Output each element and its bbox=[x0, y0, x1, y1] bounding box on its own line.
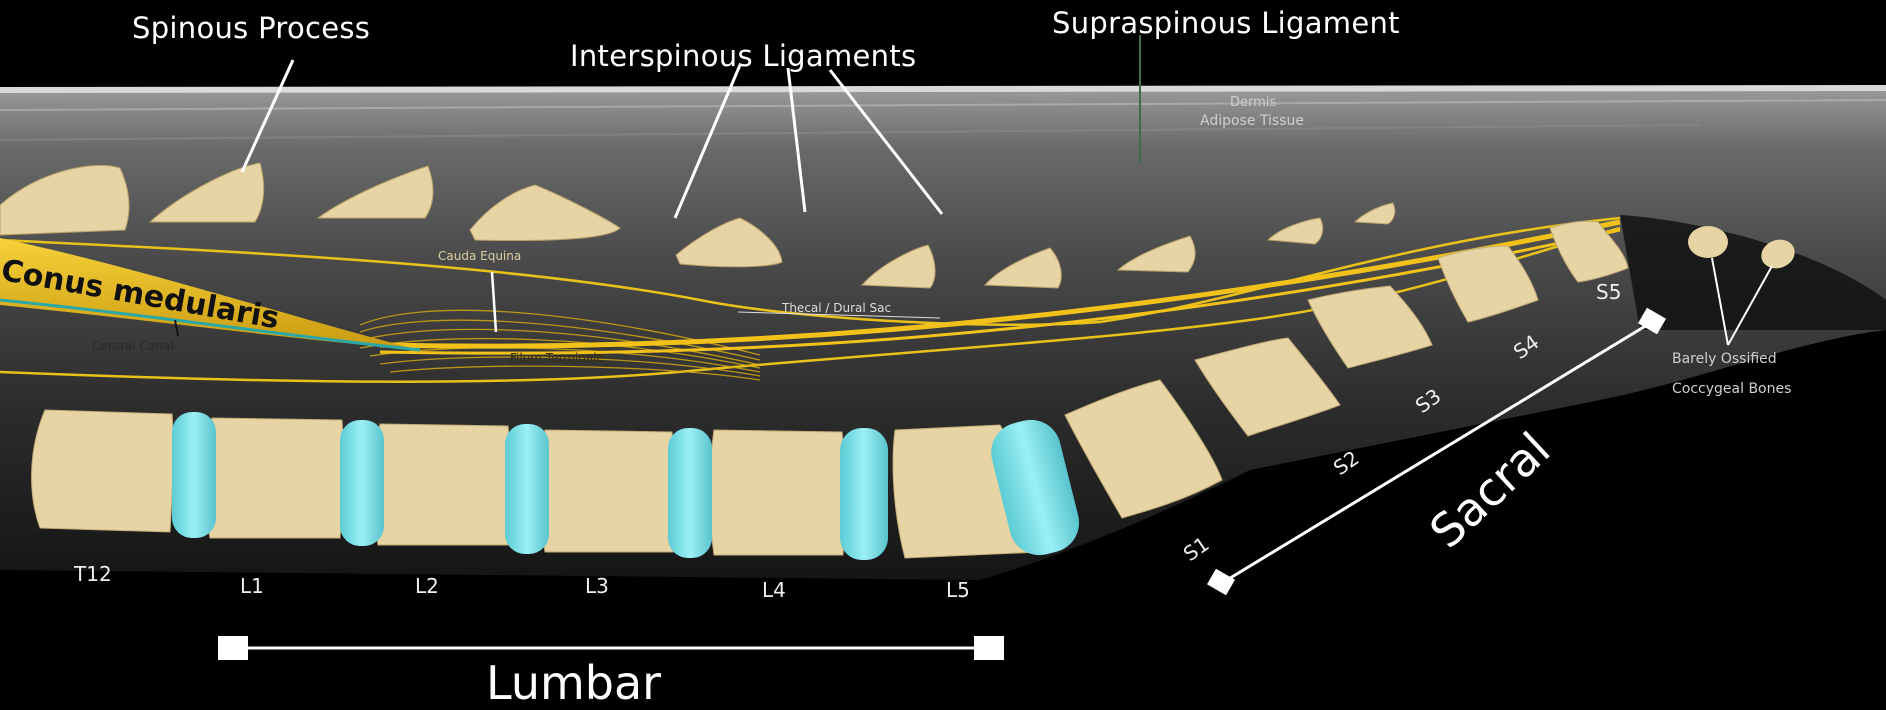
vertebra-l4 bbox=[710, 430, 846, 555]
skin-line bbox=[0, 88, 1886, 90]
coccygeal-bones-label: Coccygeal Bones bbox=[1672, 382, 1791, 396]
filum-terminale-label: Filum Terminale bbox=[510, 352, 604, 364]
central-canal-label: Central Canal bbox=[92, 340, 174, 352]
interspinous-ligaments-label: Interspinous Ligaments bbox=[570, 42, 916, 71]
vertebra-label-l5: L5 bbox=[946, 580, 970, 600]
dermis-label: Dermis bbox=[1230, 96, 1276, 109]
spinous-process-label: Spinous Process bbox=[132, 14, 370, 43]
lumbar-region-label: Lumbar bbox=[486, 660, 661, 706]
adipose-tissue-label: Adipose Tissue bbox=[1200, 114, 1304, 128]
cauda-equina-label: Cauda Equina bbox=[438, 250, 521, 262]
vertebra-label-l2: L2 bbox=[415, 576, 439, 596]
vertebra-label-t12: T12 bbox=[74, 564, 112, 584]
supraspinous-ligament-label: Supraspinous Ligament bbox=[1052, 9, 1400, 38]
thecal-sac-label: Thecal / Dural Sac bbox=[782, 302, 891, 314]
disc-l4-l5 bbox=[840, 428, 888, 560]
vertebra-label-l4: L4 bbox=[762, 580, 786, 600]
vertebra-label-l1: L1 bbox=[240, 576, 264, 596]
vertebra-label-s5: S5 bbox=[1596, 282, 1621, 302]
barely-ossified-label: Barely Ossified bbox=[1672, 352, 1777, 366]
disc-l2-l3 bbox=[505, 424, 549, 554]
disc-l3-l4 bbox=[668, 428, 712, 558]
vertebra-l3 bbox=[540, 430, 675, 552]
vertebra-l2 bbox=[374, 424, 512, 545]
disc-l1-l2 bbox=[340, 420, 384, 546]
vertebra-label-l3: L3 bbox=[585, 576, 609, 596]
coccyx-bone-1 bbox=[1688, 226, 1728, 258]
vertebra-t12 bbox=[32, 410, 174, 532]
disc-t12-l1 bbox=[172, 412, 216, 538]
vertebra-l1 bbox=[204, 418, 343, 538]
